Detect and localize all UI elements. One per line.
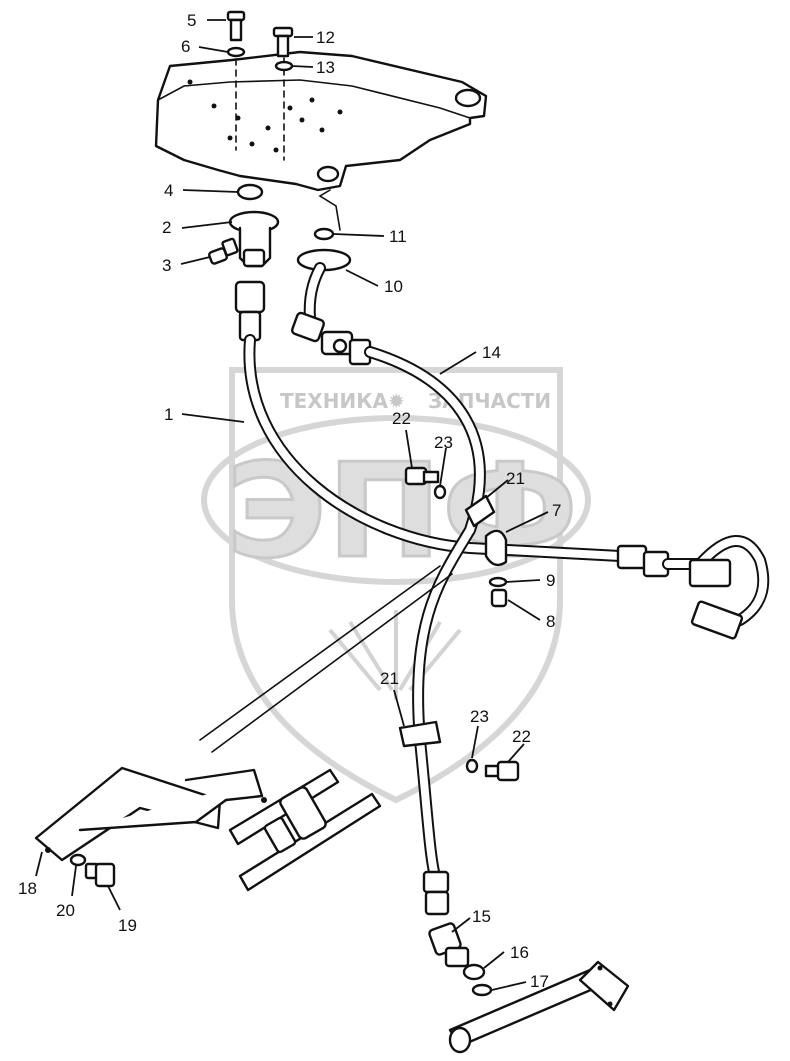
callout-1: 1 [164,405,173,424]
o-ring-4 [236,183,264,201]
watermark-logo-text: ЭПФ [226,435,578,587]
callout-11: 11 [389,227,407,246]
callout-17: 17 [530,972,549,991]
callout-14: 14 [482,343,501,362]
callout-23-lower: 23 [470,707,489,726]
o-ring-17 [471,983,493,997]
callout-9: 9 [546,571,555,590]
washer-20 [69,853,87,867]
support-rod [199,565,453,753]
callout-22-lower: 22 [512,727,531,746]
clamp-21-lower [398,720,442,748]
washer-13 [274,60,294,72]
callout-21-upper: 21 [506,469,525,488]
top-bracket-boss-low [316,165,340,183]
top-bracket-plate [154,50,488,192]
o-ring-11 [313,227,335,241]
callout-10: 10 [384,277,403,296]
callout-13: 13 [316,58,335,77]
bolt-12 [272,26,294,58]
watermark-oval [201,415,591,585]
clamp-7 [484,529,508,567]
bolt-8 [490,588,508,608]
watermark-text-left: ТЕХНИКА [280,389,389,413]
callout-15: 15 [472,907,491,926]
callout-4: 4 [164,181,173,200]
clamp-21-upper [464,494,496,528]
hose-1 [234,280,770,640]
top-bracket-holes [187,79,343,153]
callout-7: 7 [552,501,561,520]
callout-18: 18 [18,879,37,898]
leader-lines [35,19,549,991]
bolt-19 [84,862,116,888]
callout-8: 8 [546,612,555,631]
plug-3 [208,237,239,265]
top-bracket [154,50,488,192]
callout-20: 20 [56,901,75,920]
callout-12: 12 [316,28,335,47]
callout-23-upper: 23 [434,433,453,452]
flange-fitting-2 [228,210,280,268]
washer-23-lower [465,758,479,774]
callout-5: 5 [187,11,196,30]
watermark-gear-icon: ✹ [388,389,405,413]
bracket-18 [34,766,267,862]
bolt-22-lower [484,760,520,782]
callout-6: 6 [181,37,190,56]
top-bracket-edge [157,79,471,119]
callout-22-upper: 22 [392,409,411,428]
callout-2: 2 [162,218,171,237]
bolt-5 [226,10,246,42]
bolt-22-upper [404,466,440,486]
support-rod-top [318,189,341,231]
callout-3: 3 [162,256,171,275]
washer-9 [488,576,508,588]
watermark-wheat-icon [328,610,462,700]
nut-16 [462,963,486,981]
watermark-shield [229,367,563,804]
callout-21-lower: 21 [380,669,399,688]
top-bracket-boss [454,88,482,108]
callout-19: 19 [118,916,137,935]
pipe-clamp-assembly [228,768,382,892]
elbow-fitting-15 [428,922,470,968]
flange-tube-10 [291,248,352,343]
lower-pipe [448,960,630,1054]
washer-6 [226,46,246,58]
washer-23-upper [433,484,447,500]
callout-numbers: 5 6 12 13 4 2 3 11 10 14 1 22 23 21 7 9 … [18,11,561,991]
callout-16: 16 [510,943,529,962]
